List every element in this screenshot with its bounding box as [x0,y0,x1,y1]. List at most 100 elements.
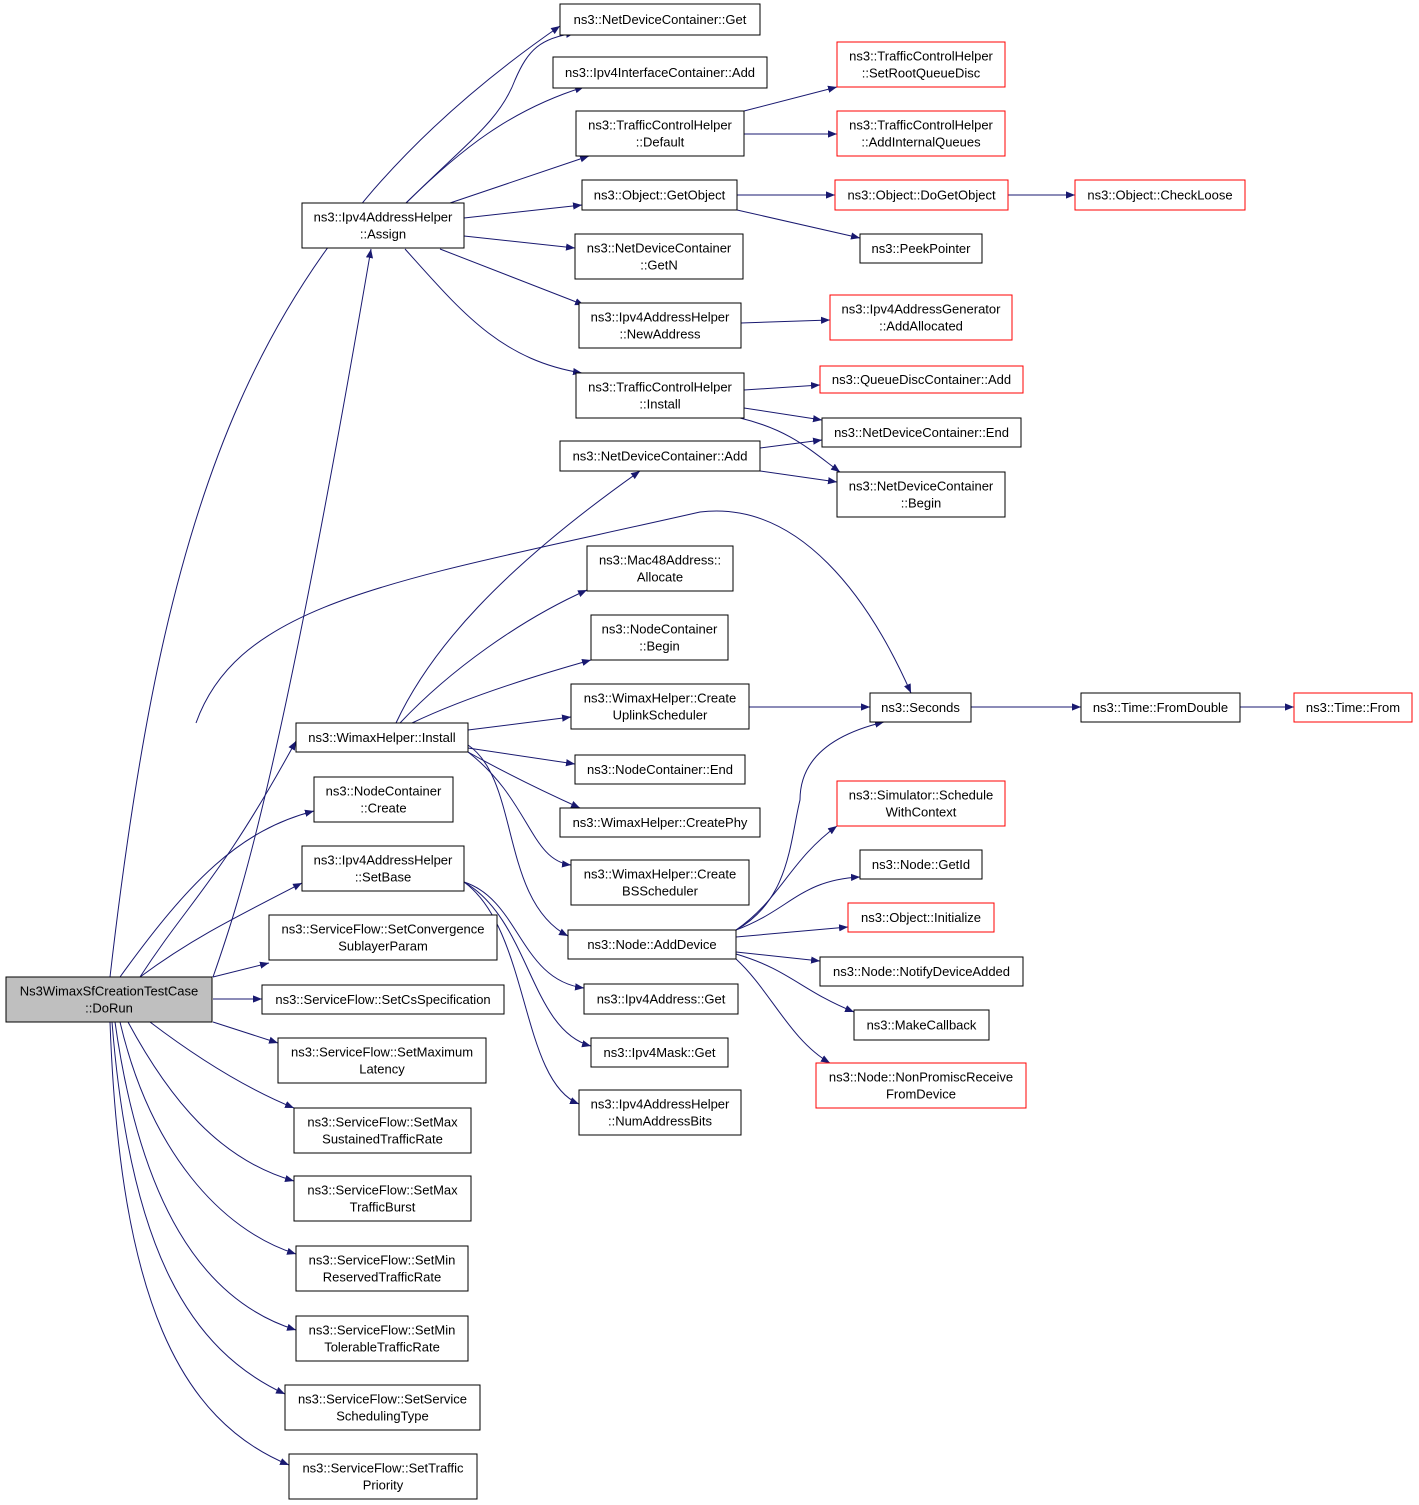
node-ipv4mask-get[interactable]: ns3::Ipv4Mask::Get [590,1037,729,1068]
node-ndc-add[interactable]: ns3::NetDeviceContainer::Add [559,440,761,472]
node-box[interactable] [5,976,213,1023]
node-box[interactable] [570,859,750,906]
node-wh-createphy[interactable]: ns3::WimaxHelper::CreatePhy [559,807,761,838]
node-box[interactable] [836,780,1006,827]
node-box[interactable] [815,1062,1027,1109]
node-box[interactable] [581,179,738,211]
node-mac48-alloc[interactable]: ns3::Mac48Address::Allocate [586,545,734,592]
node-ipv4addr-get[interactable]: ns3::Ipv4Address::Get [583,983,739,1015]
node-box[interactable] [559,3,761,36]
node-peekpointer[interactable]: ns3::PeekPointer [859,233,983,264]
node-time-fromdouble[interactable]: ns3::Time::FromDouble [1080,692,1241,723]
node-box[interactable] [586,545,734,592]
node-box[interactable] [288,1453,478,1500]
node-box[interactable] [567,929,737,960]
node-box[interactable] [847,902,995,933]
node-box[interactable] [819,956,1024,987]
node-box[interactable] [284,1384,481,1431]
node-node-getid[interactable]: ns3::Node::GetId [859,849,983,880]
node-box[interactable] [578,1089,742,1136]
node-box[interactable] [590,614,729,661]
node-box[interactable] [574,233,744,280]
node-ipv4ic-add[interactable]: ns3::Ipv4InterfaceContainer::Add [552,56,768,89]
node-box[interactable] [578,302,742,349]
node-box[interactable] [559,440,761,472]
node-obj-dogetobject[interactable]: ns3::Object::DoGetObject [834,179,1009,211]
node-box[interactable] [583,983,739,1015]
node-box[interactable] [559,807,761,838]
node-box[interactable] [819,365,1024,394]
node-box[interactable] [301,845,465,892]
node-box[interactable] [574,754,746,785]
node-box[interactable] [836,110,1006,157]
node-box[interactable] [859,233,983,264]
node-ndc-end[interactable]: ns3::NetDeviceContainer::End [821,417,1022,448]
node-box[interactable] [853,1009,990,1041]
node-box[interactable] [570,683,750,730]
node-sf-setminres[interactable]: ns3::ServiceFlow::SetMinReservedTrafficR… [295,1245,469,1292]
node-root[interactable]: Ns3WimaxSfCreationTestCase::DoRun [5,976,213,1023]
node-box[interactable] [295,722,469,753]
node-box[interactable] [1080,692,1241,723]
node-ipv4ah-assign[interactable]: ns3::Ipv4AddressHelper::Assign [301,202,465,249]
node-tch-addinternal[interactable]: ns3::TrafficControlHelper::AddInternalQu… [836,110,1006,157]
node-box[interactable] [295,1245,469,1292]
node-box[interactable] [869,692,972,723]
node-box[interactable] [268,914,498,961]
node-ndc-getn[interactable]: ns3::NetDeviceContainer::GetN [574,233,744,280]
node-box[interactable] [590,1037,729,1068]
node-qdc-add[interactable]: ns3::QueueDiscContainer::Add [819,365,1024,394]
node-sf-setmintol[interactable]: ns3::ServiceFlow::SetMinTolerableTraffic… [295,1315,469,1362]
node-box[interactable] [293,1175,472,1222]
node-box[interactable] [836,471,1006,518]
node-box[interactable] [829,294,1013,341]
node-ipv4ah-newaddr[interactable]: ns3::Ipv4AddressHelper::NewAddress [578,302,742,349]
node-box[interactable] [1293,692,1413,723]
node-box[interactable] [301,202,465,249]
node-nc-begin[interactable]: ns3::NodeContainer::Begin [590,614,729,661]
node-box[interactable] [575,110,745,157]
node-box[interactable] [575,372,745,419]
node-obj-checkloose[interactable]: ns3::Object::CheckLoose [1074,179,1246,211]
node-nc-end[interactable]: ns3::NodeContainer::End [574,754,746,785]
node-box[interactable] [834,179,1009,211]
node-box[interactable] [836,41,1006,88]
node-box[interactable] [859,849,983,880]
node-ndc-get[interactable]: ns3::NetDeviceContainer::Get [559,3,761,36]
node-nc-create[interactable]: ns3::NodeContainer::Create [313,776,454,823]
node-makecallback[interactable]: ns3::MakeCallback [853,1009,990,1041]
node-node-adddevice[interactable]: ns3::Node::AddDevice [567,929,737,960]
node-ipv4ah-numaddr[interactable]: ns3::Ipv4AddressHelper::NumAddressBits [578,1089,742,1136]
node-box[interactable] [552,56,768,89]
node-sf-setconv[interactable]: ns3::ServiceFlow::SetConvergenceSublayer… [268,914,498,961]
node-sf-setcs[interactable]: ns3::ServiceFlow::SetCsSpecification [261,984,505,1015]
node-ipv4ag-addalloc[interactable]: ns3::Ipv4AddressGenerator::AddAllocated [829,294,1013,341]
node-box[interactable] [293,1107,472,1154]
node-sf-setservice[interactable]: ns3::ServiceFlow::SetServiceSchedulingTy… [284,1384,481,1431]
node-box[interactable] [295,1315,469,1362]
node-tch-default[interactable]: ns3::TrafficControlHelper::Default [575,110,745,157]
node-sf-setmaxsus[interactable]: ns3::ServiceFlow::SetMaxSustainedTraffic… [293,1107,472,1154]
node-seconds[interactable]: ns3::Seconds [869,692,972,723]
node-ndc-begin[interactable]: ns3::NetDeviceContainer::Begin [836,471,1006,518]
node-tch-setroot[interactable]: ns3::TrafficControlHelper::SetRootQueueD… [836,41,1006,88]
node-obj-getobject[interactable]: ns3::Object::GetObject [581,179,738,211]
node-box[interactable] [261,984,505,1015]
node-tch-install[interactable]: ns3::TrafficControlHelper::Install [575,372,745,419]
node-box[interactable] [821,417,1022,448]
node-box[interactable] [313,776,454,823]
node-ipv4ah-setbase[interactable]: ns3::Ipv4AddressHelper::SetBase [301,845,465,892]
node-wh-install[interactable]: ns3::WimaxHelper::Install [295,722,469,753]
node-box[interactable] [1074,179,1246,211]
node-node-notify[interactable]: ns3::Node::NotifyDeviceAdded [819,956,1024,987]
node-time-from[interactable]: ns3::Time::From [1293,692,1413,723]
node-obj-initialize[interactable]: ns3::Object::Initialize [847,902,995,933]
node-box[interactable] [277,1037,487,1084]
